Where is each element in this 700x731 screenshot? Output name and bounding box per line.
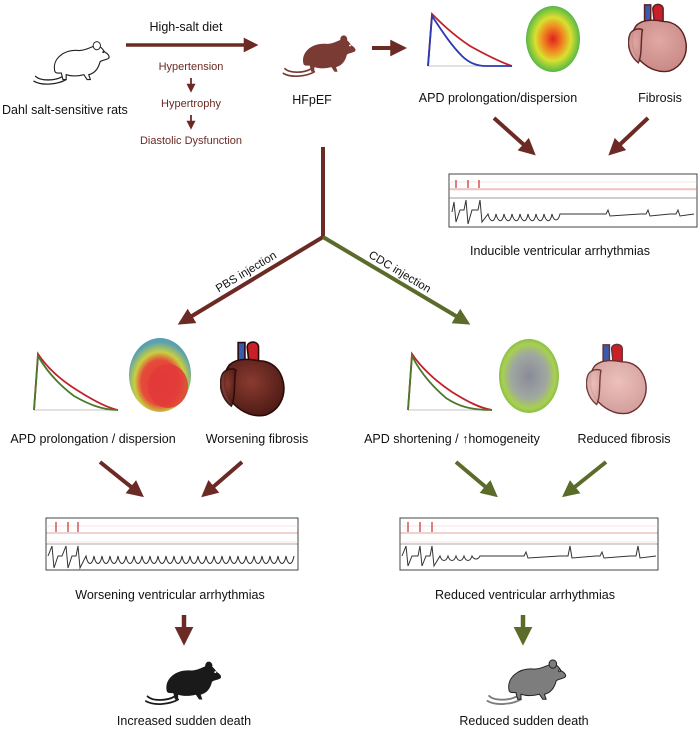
right-apd-suffix: homogeneity <box>468 432 540 446</box>
left-apd-label: APD prolongation / dispersion <box>10 432 175 446</box>
left-arrhythmia-label: Worsening ventricular arrhythmias <box>75 588 264 602</box>
pbs-label: PBS injection <box>214 250 279 296</box>
right-branch: APD shortening / ↑homogeneity Reduced fi… <box>364 339 671 728</box>
dahl-label: Dahl salt-sensitive rats <box>2 103 128 117</box>
dahl-rat-icon <box>33 40 110 85</box>
left-apd-to-ecg-arrow <box>98 460 144 498</box>
top-arrhythmia-label: Inducible ventricular arrhythmias <box>470 244 650 258</box>
right-arrhythmia-label: Reduced ventricular arrhythmias <box>435 588 615 602</box>
cascade-diastolic: Diastolic Dysfunction <box>140 135 242 147</box>
left-action-potential-icon <box>33 351 119 411</box>
right-apd-up-arrow: ↑ <box>462 432 468 446</box>
branch-section: PBS injection CDC injection <box>177 147 471 325</box>
top-fib-to-ecg-arrow <box>608 116 650 156</box>
top-section: Dahl salt-sensitive rats High-salt diet … <box>2 3 698 258</box>
left-outcome-rat-icon <box>145 660 222 705</box>
right-fibrosis-label: Reduced fibrosis <box>577 432 670 446</box>
left-fib-to-ecg-arrow <box>201 460 244 498</box>
cdc-label: CDC injection <box>366 249 432 295</box>
cascade-hypertension: Hypertension <box>159 61 224 73</box>
right-apd-to-ecg-arrow <box>454 460 498 498</box>
cascade-hypertrophy: Hypertrophy <box>161 98 221 110</box>
right-action-potential-icon <box>407 351 493 411</box>
top-ecg-trace-icon <box>448 173 698 228</box>
left-voltage-map-hotspot <box>148 364 188 408</box>
pbs-arrow <box>177 235 325 325</box>
right-outcome-rat-icon <box>486 658 567 705</box>
top-heart-icon <box>628 3 687 73</box>
right-apd-prefix: APD shortening / <box>364 432 462 446</box>
top-apd-label: APD prolongation/dispersion <box>419 91 577 105</box>
top-action-potential-icon <box>427 11 513 67</box>
top-fibrosis-label: Fibrosis <box>638 91 682 105</box>
left-branch: APD prolongation / dispersion Worsening … <box>10 338 308 728</box>
top-apd-to-ecg-arrow <box>492 116 536 156</box>
hfpef-label: HFpEF <box>292 93 332 107</box>
right-heart-icon <box>586 343 647 415</box>
left-ecg-trace-icon <box>45 517 299 571</box>
left-fibrosis-label: Worsening fibrosis <box>206 432 309 446</box>
cdc-arrow <box>321 235 471 325</box>
hfpef-rat-icon <box>282 34 357 78</box>
right-ecg-trace-icon <box>399 517 659 571</box>
left-outcome-label: Increased sudden death <box>117 714 251 728</box>
top-voltage-map-icon <box>526 6 580 72</box>
diet-label: High-salt diet <box>150 20 223 34</box>
right-fib-to-ecg-arrow <box>562 460 608 498</box>
right-apd-label: APD shortening / ↑homogeneity <box>364 432 541 446</box>
left-heart-icon <box>220 341 285 417</box>
right-outcome-label: Reduced sudden death <box>459 714 588 728</box>
right-voltage-map-icon <box>499 339 559 413</box>
